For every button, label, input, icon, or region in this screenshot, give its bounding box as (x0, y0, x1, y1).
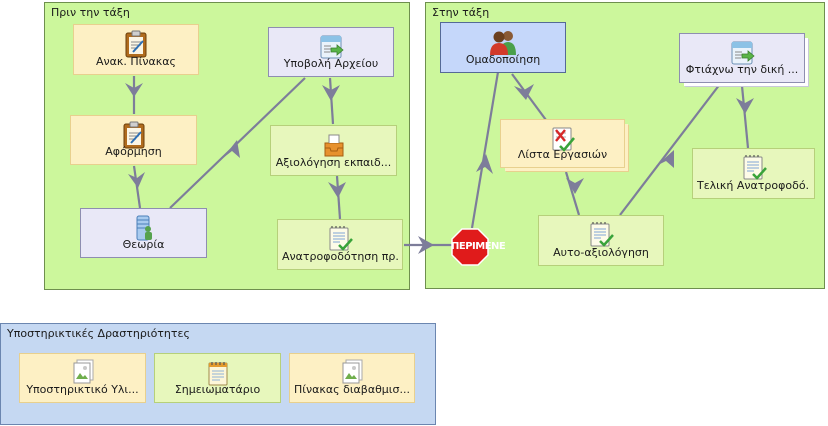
arrowhead-ftiaxno-teliki (736, 98, 754, 114)
panel-title-in-class: Στην τάξη (432, 6, 490, 19)
node-label: Αφόρμηση (105, 145, 162, 158)
node-label: Αξιολόγηση εκπαιδ... (275, 156, 392, 169)
checklist-icon (590, 222, 614, 247)
arrowhead-axiologisi-anatrofodotisi (328, 182, 346, 198)
image-file-icon (73, 359, 93, 384)
node-auto-axiologisi[interactable]: Αυτο-αξιολόγηση (538, 215, 664, 266)
arrowhead-ypovoli-axiologisi (322, 85, 340, 101)
arrowhead-aformisi-theoria (128, 172, 145, 188)
node-label: Λίστα Εργασιών (517, 148, 608, 161)
node-label: Ανακ. Πίνακας (96, 55, 176, 68)
node-pinakas-diavathmisis[interactable]: Πίνακας διαβαθμισ... (289, 353, 415, 403)
notepad-icon (208, 362, 227, 386)
edge-omadopoiisi-to-lista (511, 73, 547, 121)
task-list-icon (552, 127, 575, 152)
checklist-icon (743, 155, 767, 180)
file-upload-icon (731, 41, 755, 65)
wait-gate-label: ΠΕΡΙΜΕΝΕ (451, 241, 506, 252)
info-book-icon (136, 215, 152, 241)
wait-gate[interactable]: ΠΕΡΙΜΕΝΕ (451, 228, 506, 266)
node-simeiomatario[interactable]: Σημειωματάριο (154, 353, 281, 403)
group-users-icon (490, 31, 516, 55)
node-aformisi[interactable]: Αφόρμηση (70, 115, 197, 165)
file-upload-icon (320, 35, 344, 59)
edge-ypovoli-to-axiologisi (328, 77, 335, 125)
node-label: Σημειωματάριο (174, 383, 261, 396)
node-label: Τελική Ανατροφοδό... (697, 179, 810, 192)
node-ypostiriktiko-yliko[interactable]: Υποστηρικτικό Υλι... (19, 353, 146, 403)
arrowhead-anatrofodotisi-gate (418, 236, 434, 254)
edge-ftiaxno-to-teliki (740, 85, 750, 149)
clipboard-icon (125, 30, 147, 58)
stop-sign-icon (451, 228, 489, 266)
inbox-icon (324, 134, 343, 157)
node-label: Αυτο-αξιολόγηση (553, 246, 649, 259)
node-ypovoli-arxeiou[interactable]: Υποβολή Αρχείου (268, 27, 394, 77)
node-anak-pinakas[interactable]: Ανακ. Πίνακας (73, 24, 199, 75)
node-label: Υποστηρικτικό Υλι... (26, 383, 139, 396)
node-label: Πίνακας διαβαθμισ... (294, 383, 410, 396)
arrowhead-lista-auto (566, 178, 584, 194)
arrowhead-auto-ftiaxno (656, 150, 674, 168)
edge-lista-to-auto (564, 171, 581, 216)
node-label: Φτιάχνω την δική ... (685, 63, 799, 76)
checklist-icon (329, 226, 353, 251)
arrowhead-theoria-ypovoli (223, 140, 240, 158)
node-ftiaxno[interactable]: Φτιάχνω την δική ... (679, 33, 805, 83)
node-axiologisi-ekpaid[interactable]: Αξιολόγηση εκπαιδ... (270, 125, 397, 176)
node-omadopoiisi[interactable]: Ομαδοποίηση (440, 22, 566, 73)
panel-title-before-class: Πριν την τάξη (51, 6, 130, 19)
image-file-icon (342, 359, 363, 384)
edge-axiologisi-to-anatrofodotisi (335, 175, 342, 220)
node-label: Ανατροφοδότηση πρ... (282, 250, 398, 263)
node-label: Ομαδοποίηση (465, 53, 541, 66)
arrowhead-anak-aformisi (125, 83, 143, 97)
arrowhead-omadopoiisi-lista (514, 84, 534, 100)
edge-gate-to-omadopoiisi (470, 71, 500, 229)
clipboard-icon (123, 121, 144, 149)
arrowhead-gate-omadopoiisi (476, 154, 493, 174)
node-teliki-anatrofodotisi[interactable]: Τελική Ανατροφοδό... (692, 148, 815, 199)
node-label: Θεωρία (122, 238, 165, 251)
node-label: Υποβολή Αρχείου (283, 57, 379, 70)
edge-auto-to-ftiaxno (619, 83, 721, 216)
node-theoria[interactable]: Θεωρία (80, 208, 207, 258)
node-lista-ergasion[interactable]: Λίστα Εργασιών (500, 119, 625, 168)
node-anatrofodotisi-pr[interactable]: Ανατροφοδότηση πρ... (277, 219, 403, 270)
edge-aformisi-to-theoria (132, 165, 142, 209)
panel-title-support: Υποστηρικτικές Δραστηριότητες (7, 327, 190, 340)
